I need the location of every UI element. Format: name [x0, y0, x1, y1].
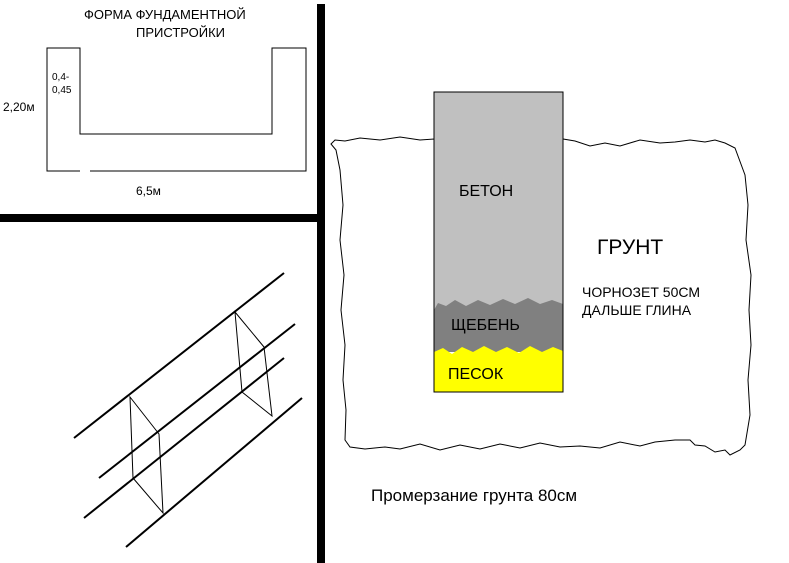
concrete-label: БЕТОН — [459, 183, 514, 200]
foundation-plan-outline — [46, 47, 307, 172]
gravel-label: ЩЕБЕНЬ — [451, 317, 520, 334]
vertical-divider — [317, 4, 325, 563]
freeze-depth-label: Промерзание грунта 80см — [371, 486, 578, 505]
rebar-cage — [73, 272, 303, 548]
plan-title-line1: ФОРМА ФУНДАМЕНТНОЙ — [84, 7, 246, 22]
rebar-stirrups — [129, 310, 273, 515]
plan-width-label: 0,4- — [52, 72, 70, 83]
soil-note-line1: ЧОРНОЗЕТ 50СМ — [582, 284, 700, 300]
plan-length-label: 6,5м — [136, 184, 161, 198]
foundation-outline — [433, 91, 564, 393]
rebar-bar — [125, 397, 303, 548]
plan-depth-label: 2,20м — [3, 100, 35, 114]
sand-label: ПЕСОК — [448, 366, 504, 383]
gravel-layer — [434, 298, 563, 352]
soil-note-line2: ДАЛЬШЕ ГЛИНА — [582, 302, 692, 318]
rebar-stirrup — [129, 395, 164, 515]
horizontal-divider — [0, 214, 321, 222]
concrete-layer — [433, 91, 564, 315]
rebar-bar — [98, 323, 296, 479]
soil-label: ГРУНТ — [597, 236, 664, 259]
soil-block — [330, 136, 752, 456]
plan-title-line2: ПРИСТРОЙКИ — [136, 25, 226, 40]
rebar-bar — [83, 357, 285, 519]
plan-width-label-2: 0,45 — [52, 85, 72, 96]
rebar-stirrup — [234, 310, 273, 418]
sand-layer — [434, 346, 563, 392]
rebar-bar — [73, 272, 285, 439]
